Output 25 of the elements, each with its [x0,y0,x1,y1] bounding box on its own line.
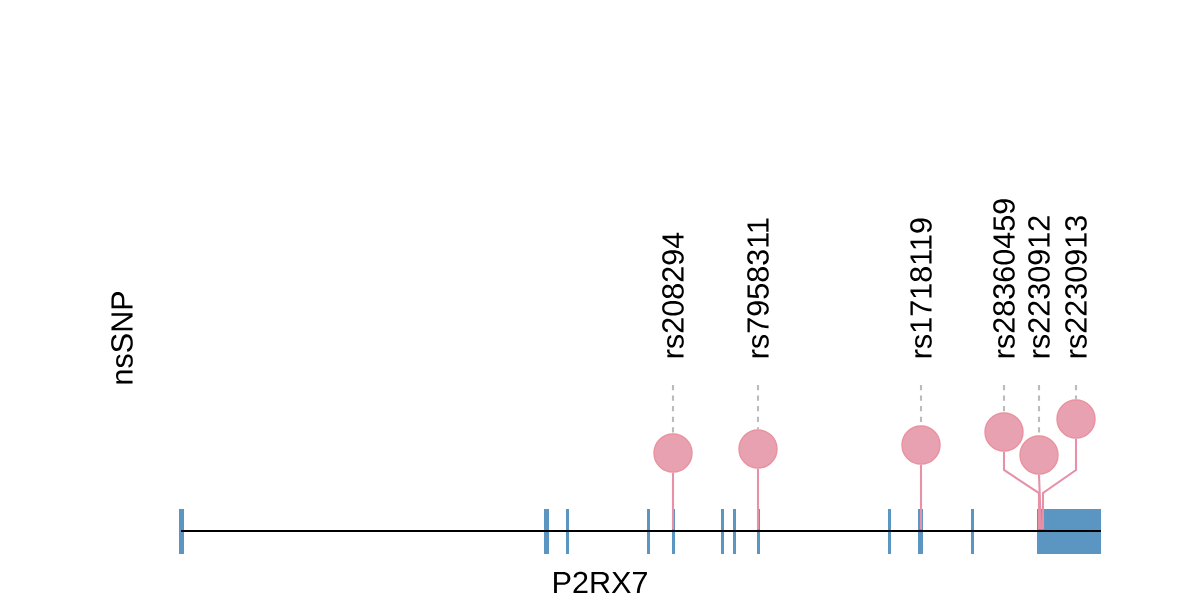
snp-label: rs1718119 [910,218,932,358]
stem-line [671,472,675,530]
snp-label: rs208294 [662,232,684,358]
leader-line [671,385,675,434]
snp-circle [901,425,941,465]
snp-circle [738,429,778,469]
snp-label: rs2230913 [1065,216,1087,358]
snp-label: rs28360459 [993,199,1015,358]
track-label: nsSNP [111,292,133,384]
stem-line [756,468,760,530]
stem-line [1037,474,1043,530]
gene-line [181,530,1101,532]
snp-circle [653,433,693,473]
snp-label: rs2230912 [1028,216,1050,358]
leader-line [1002,385,1006,413]
stem-line [919,464,923,530]
gene-name: P2RX7 [554,571,647,594]
leader-line [756,385,760,430]
snp-circle [984,412,1024,452]
snp-circle [1056,399,1096,439]
leader-line [1074,385,1078,400]
stem-line [1002,451,1041,530]
stem-line [1041,438,1078,530]
snp-label: rs7958311 [747,218,769,358]
snp-circle [1019,435,1059,475]
